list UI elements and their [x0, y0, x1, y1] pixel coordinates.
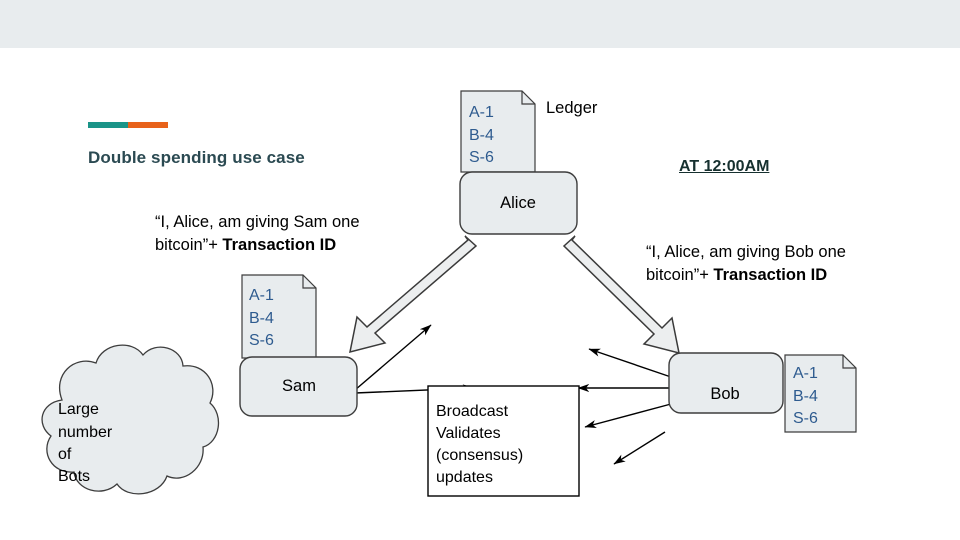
- accent-bar-right: [128, 122, 168, 128]
- block-arrow-alice-to-sam: [349, 235, 478, 354]
- bots-cloud-line-3: Bots: [58, 468, 90, 485]
- node-alice-label: Alice: [500, 194, 536, 212]
- node-sam[interactable]: Sam: [239, 356, 358, 417]
- ledger-sam: A-1 B-4 S-6: [241, 274, 317, 359]
- node-broadcast[interactable]: Broadcast Validates (consensus) updates: [427, 385, 580, 497]
- message-to-bob: “I, Alice, am giving Bob one bitcoin”+ T…: [646, 241, 894, 288]
- ledger-bob-line-1: B-4: [793, 388, 818, 405]
- page-title: Double spending use case: [88, 148, 305, 167]
- broadcast-line-1: Validates: [436, 425, 501, 442]
- ledger-bob: A-1 B-4 S-6: [784, 354, 857, 433]
- timestamp-label: AT 12:00AM: [679, 158, 770, 175]
- header-band: [0, 0, 960, 48]
- message-to-sam: “I, Alice, am giving Sam one bitcoin”+ T…: [155, 211, 400, 258]
- node-sam-label: Sam: [282, 377, 316, 395]
- message-to-sam-quote: “I, Alice, am giving Sam one bitcoin”+: [155, 213, 360, 255]
- node-bob-label: Bob: [710, 385, 739, 403]
- bots-cloud-line-2: of: [58, 446, 72, 463]
- node-alice[interactable]: Alice: [459, 171, 578, 235]
- ledger-sam-line-2: S-6: [249, 332, 274, 349]
- broadcast-line-2: (consensus): [436, 447, 523, 464]
- arrow-sam-to-network: [354, 324, 432, 391]
- message-to-bob-txid: Transaction ID: [713, 266, 828, 285]
- ledger-sam-line-1: B-4: [249, 310, 274, 327]
- ledger-bob-line-0: A-1: [793, 365, 818, 382]
- block-arrow-alice-to-bob: [562, 235, 680, 355]
- ledger-alice: A-1 B-4 S-6: [460, 90, 536, 173]
- broadcast-line-3: updates: [436, 469, 493, 486]
- ledger-caption: Ledger: [546, 99, 598, 117]
- accent-bar: [88, 122, 168, 128]
- accent-bar-left: [88, 122, 128, 128]
- node-bots-cloud[interactable]: Large number of Bots: [41, 344, 220, 495]
- bots-cloud-line-0: Large: [58, 401, 99, 418]
- arrow-bob-to-network: [588, 348, 672, 378]
- message-to-sam-txid: Transaction ID: [222, 236, 337, 255]
- ledger-alice-line-1: B-4: [469, 127, 494, 144]
- message-to-bob-quote: “I, Alice, am giving Bob one bitcoin”+: [646, 243, 846, 285]
- broadcast-line-0: Broadcast: [436, 403, 509, 420]
- arrow-bob-to-bots: [613, 431, 666, 465]
- node-bob[interactable]: Bob: [668, 352, 784, 414]
- ledger-sam-line-0: A-1: [249, 287, 274, 304]
- ledger-alice-line-0: A-1: [469, 104, 494, 121]
- arrow-bob-to-consensus: [584, 403, 672, 429]
- ledger-alice-line-2: S-6: [469, 149, 494, 166]
- bots-cloud-line-1: number: [58, 424, 113, 441]
- ledger-bob-line-2: S-6: [793, 410, 818, 427]
